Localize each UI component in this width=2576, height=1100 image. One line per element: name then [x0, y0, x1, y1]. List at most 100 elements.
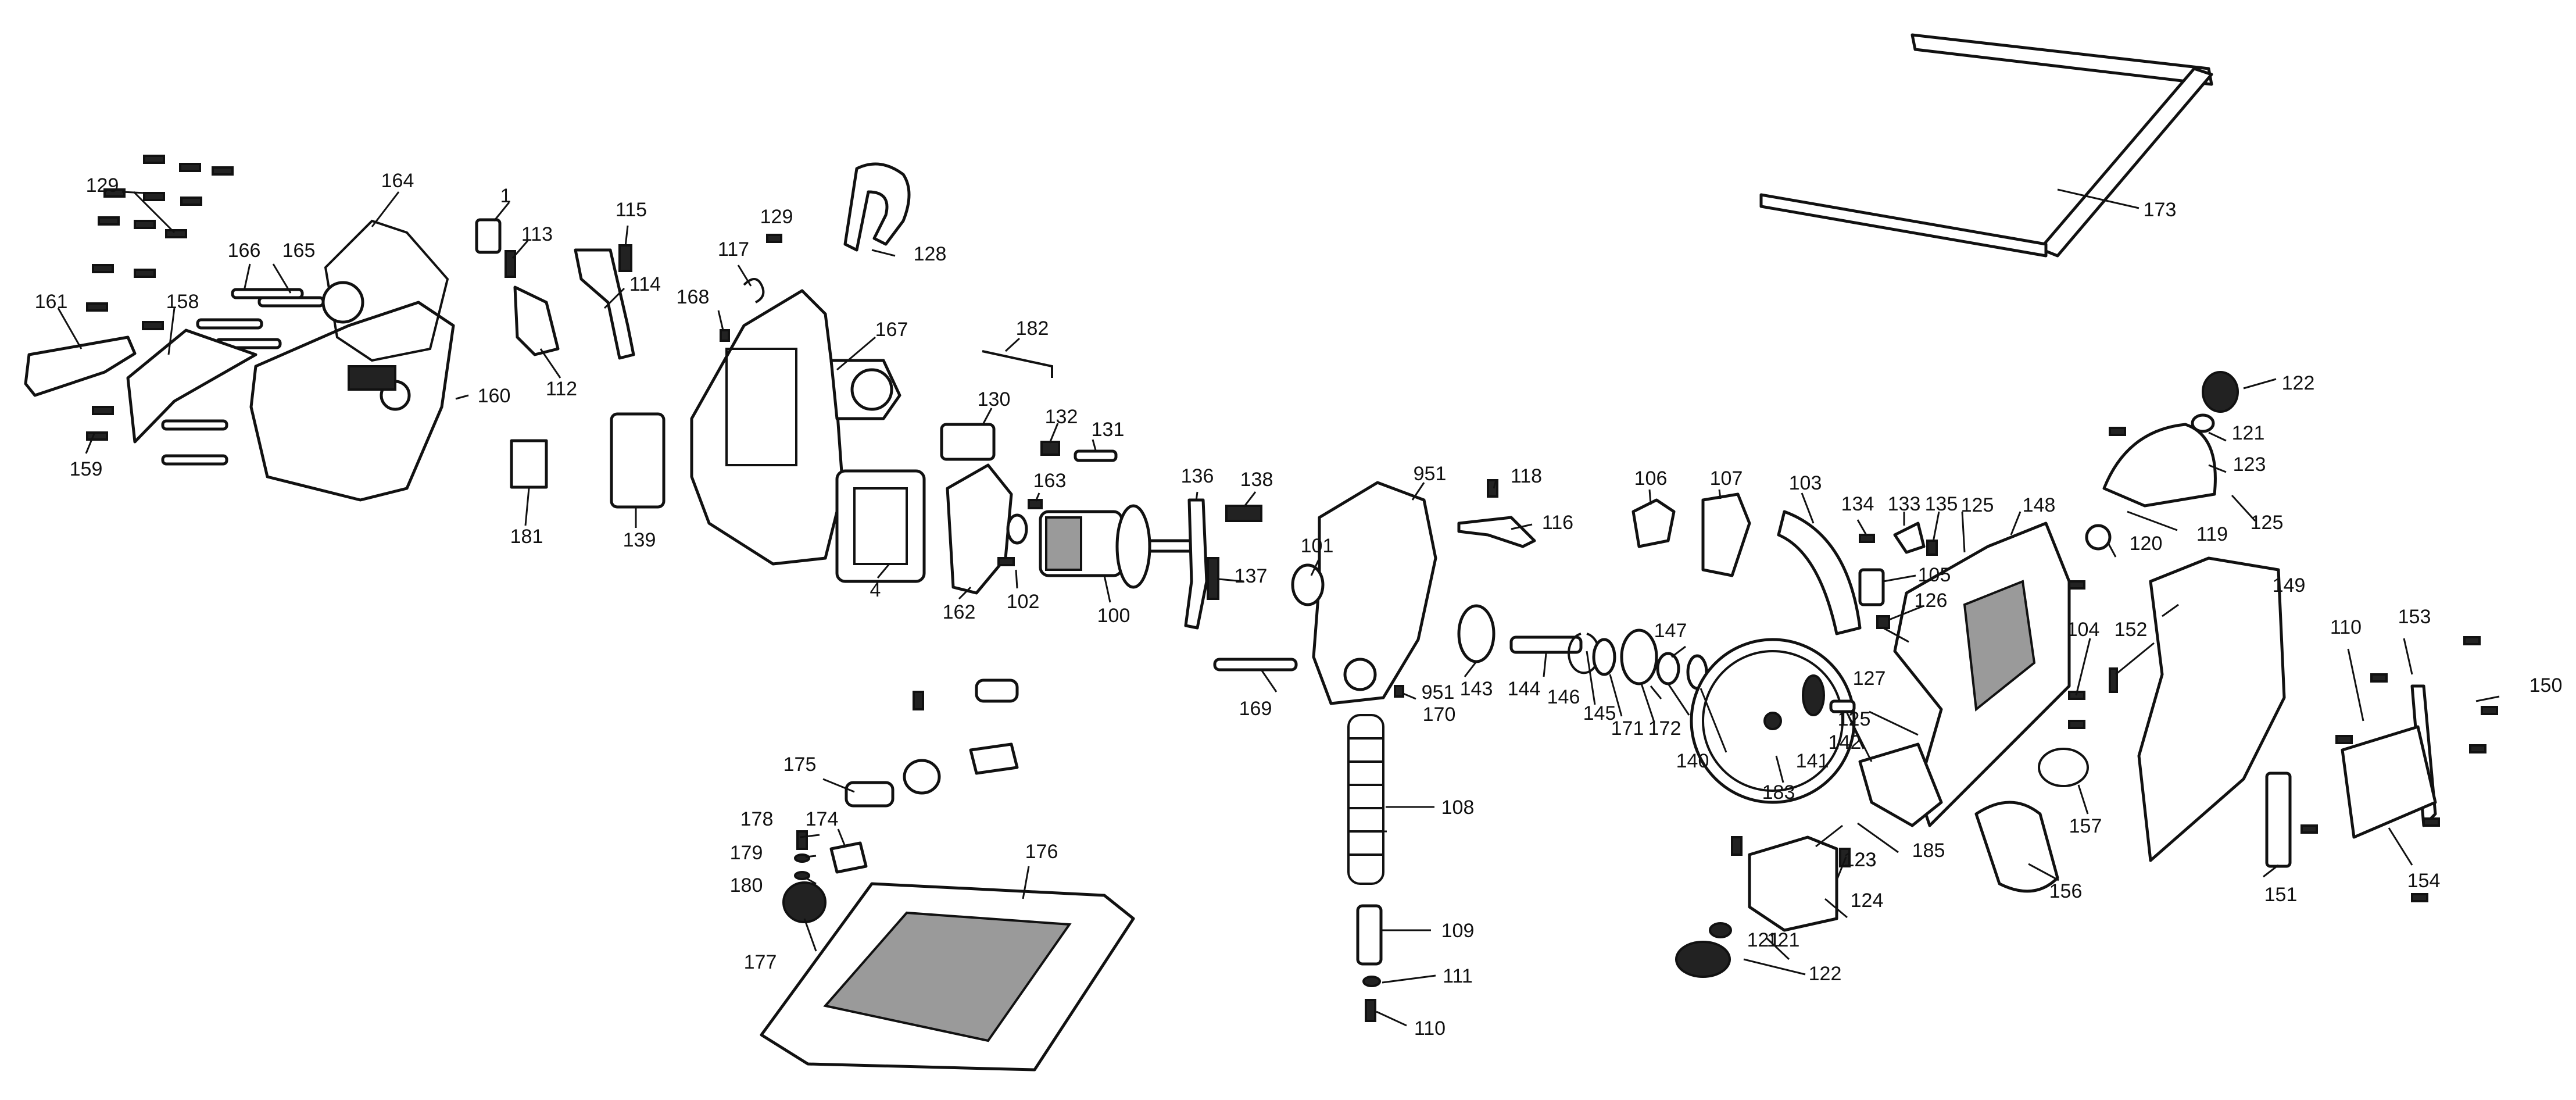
screw-178: [796, 830, 808, 850]
armature-100: [1039, 504, 1198, 589]
nut-168: [720, 329, 730, 342]
callout-label: 168: [677, 286, 710, 308]
bolt-142: [1829, 699, 1856, 713]
stator-4: [835, 469, 926, 583]
bearing-143: [1457, 604, 1495, 663]
connector-181: [510, 439, 548, 489]
callout-label: 181: [510, 526, 543, 548]
callout-label: 142: [1829, 731, 1862, 753]
callout-label: 141: [1796, 750, 1829, 772]
callout-label: 167: [875, 319, 908, 341]
callout-label: 111: [1443, 965, 1473, 987]
callout-label: 134: [1841, 493, 1874, 515]
screw-group-right: [1487, 427, 2498, 902]
washer-111: [1362, 976, 1381, 987]
parts-artwork: [24, 33, 2498, 1072]
callout-label: 136: [1181, 465, 1214, 487]
pin-135: [1926, 540, 1938, 556]
callout-label: 185: [1912, 840, 1945, 862]
callout-label: 109: [1441, 920, 1475, 942]
clamp-174: [829, 841, 868, 874]
washer-147: [1656, 652, 1680, 685]
callout-label: 173: [2144, 199, 2177, 221]
callout-label: 113: [521, 223, 553, 245]
screw-170: [1394, 685, 1404, 698]
callout-label: 129: [86, 174, 119, 197]
cover-149: [2137, 556, 2286, 862]
spring-108: [1347, 714, 1384, 885]
lever-109: [1356, 904, 1383, 966]
lever-112: [513, 285, 560, 356]
callout-label: 102: [1007, 591, 1040, 613]
callout-label: 170: [1423, 703, 1456, 726]
callout-label: 153: [2398, 606, 2431, 628]
callout-label: 123: [2233, 453, 2266, 476]
bushing: [903, 759, 941, 795]
washer-121-lower: [1709, 922, 1732, 938]
switch-part-1: [475, 218, 502, 254]
knob-175: [845, 781, 895, 808]
nut-126: [1876, 615, 1890, 629]
callout-label: 145: [1583, 702, 1616, 724]
knob-177: [782, 881, 827, 923]
lower-guard-185: [1858, 742, 1943, 827]
screw-base-top: [913, 691, 924, 710]
callout-label: 156: [2049, 880, 2083, 902]
washer-121-upper: [2191, 413, 2215, 433]
callout-label: 951: [1422, 681, 1455, 703]
plate-162: [946, 463, 1013, 595]
callout-label: 107: [1710, 467, 1743, 490]
callout-label: 130: [978, 388, 1011, 410]
callout-label: 175: [783, 753, 817, 776]
callout-label: 149: [2273, 574, 2306, 597]
callout-label: 114: [629, 273, 661, 295]
callout-label: 161: [35, 291, 68, 313]
callout-label: 180: [730, 874, 763, 897]
saw-blade-183: [1690, 638, 1856, 804]
flange-171: [1620, 628, 1658, 685]
callout-label: 183: [1762, 781, 1795, 803]
bearing-145: [1592, 638, 1616, 676]
bracket-124: [1748, 835, 1838, 932]
brush-holder-130: [940, 423, 996, 461]
knob-120: [2085, 524, 2112, 551]
guard-segment-103: [1777, 510, 1862, 635]
callout-label: 165: [282, 240, 316, 262]
callout-labels: 1 4 100 101 102 103 104 105 106 107 108 …: [35, 170, 2563, 1040]
callout-label: 143: [1460, 678, 1493, 700]
handle-128: [843, 162, 911, 252]
callout-label: 152: [2115, 619, 2148, 641]
callout-label: 104: [2067, 619, 2100, 641]
callout-label: 176: [1025, 841, 1058, 863]
spindle-144: [1509, 635, 1583, 654]
base-plate-176: [760, 882, 1135, 1072]
screw-129-mid: [766, 234, 782, 243]
washer-180: [794, 871, 810, 880]
callout-label: 118: [1511, 465, 1542, 487]
callout-label: 163: [1033, 470, 1067, 492]
knob-top: [975, 678, 1019, 703]
callout-label: 108: [1441, 797, 1475, 819]
clamp-top: [969, 742, 1019, 775]
callout-label: 120: [2130, 533, 2163, 555]
callout-label: 117: [718, 238, 749, 260]
callout-label: 112: [546, 378, 577, 400]
callout-label: 122: [2282, 372, 2315, 394]
callout-label: 121: [2232, 422, 2265, 444]
callout-label: 174: [806, 808, 839, 830]
plate-154: [2341, 725, 2437, 839]
shaft-169: [1213, 658, 1298, 672]
callout-label: 121: [1767, 929, 1800, 951]
callout-label: 171: [1611, 717, 1644, 740]
callout-label: 182: [1016, 317, 1049, 340]
guide-rail-frame: [1759, 33, 2213, 258]
callout-label: 951: [1414, 463, 1447, 485]
callout-label: 140: [1676, 750, 1709, 772]
bracket-136: [1184, 498, 1208, 630]
callout-label: 160: [478, 385, 511, 407]
screw-110-bottom: [1365, 999, 1376, 1022]
callout-label: 137: [1235, 565, 1268, 587]
callout-label: 133: [1888, 493, 1921, 515]
dust-port-156: [1974, 801, 2059, 893]
